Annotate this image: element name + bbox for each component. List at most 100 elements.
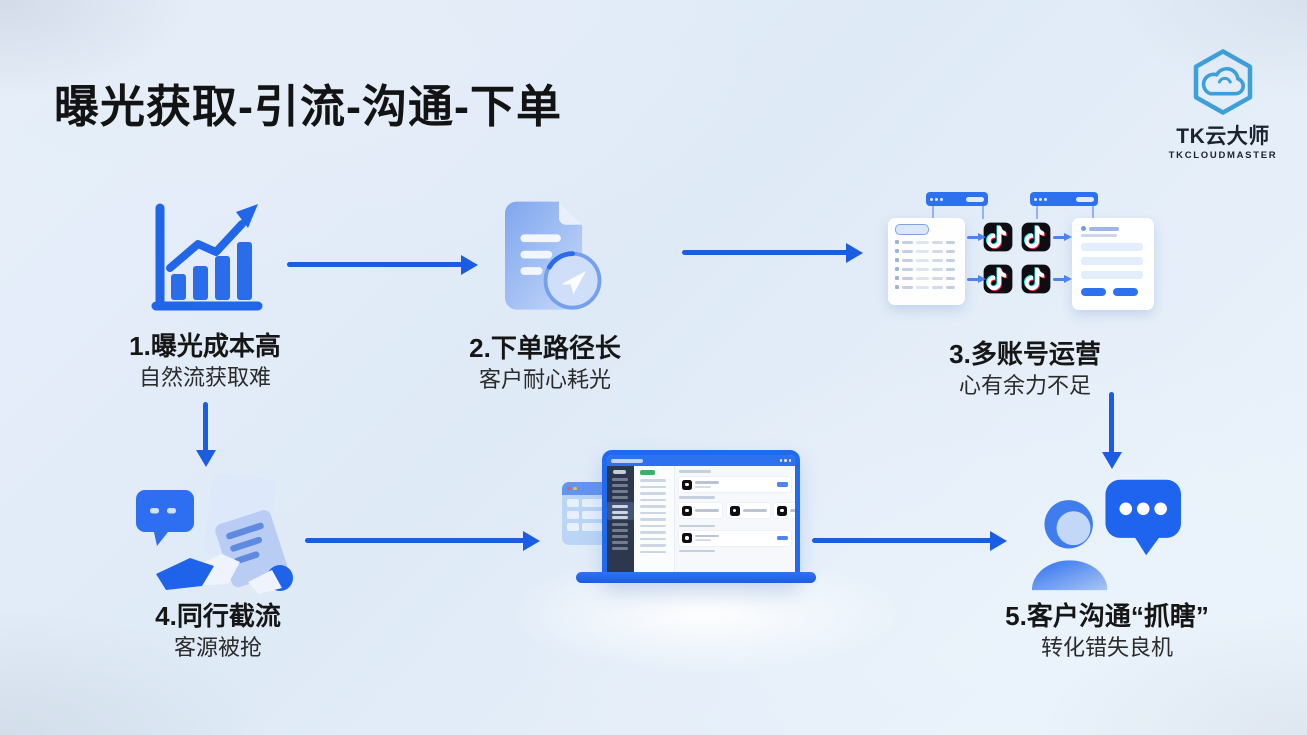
deco-bar xyxy=(612,510,628,514)
deco-bar xyxy=(612,489,628,493)
connector-line xyxy=(932,206,934,219)
brand-subtitle: TKCLOUDMASTER xyxy=(1168,150,1278,161)
deco-bar xyxy=(895,276,958,280)
form-buttons xyxy=(1081,288,1154,296)
browser-chrome-bar xyxy=(607,455,795,466)
multi-account-tiktok-graphic xyxy=(880,188,1172,320)
account-card xyxy=(678,529,792,547)
main-toolbar-bar xyxy=(679,470,711,473)
tiktok-mini-icon xyxy=(729,505,740,516)
deco-bar xyxy=(895,240,958,244)
deco-bar xyxy=(895,285,958,289)
tab-dot-icon xyxy=(1034,197,1037,201)
step-5-sub: 转化错失良机 xyxy=(1040,635,1173,660)
deco-bar xyxy=(640,505,666,508)
tiktok-note-icon xyxy=(1021,222,1051,252)
tiktok-icon xyxy=(983,222,1013,252)
address-bar-pill xyxy=(611,458,643,463)
arrow-laptop-to-step5 xyxy=(812,538,992,543)
account-action-chip xyxy=(777,482,788,487)
create-button-chip xyxy=(640,470,655,475)
deco-bar xyxy=(612,483,628,487)
arrow-step1-to-step4 xyxy=(203,402,208,452)
app-sidebar xyxy=(607,466,634,577)
mini-arrow-right xyxy=(1053,278,1065,281)
deco-bar xyxy=(640,524,666,527)
tiktok-mini-icon xyxy=(682,533,692,543)
account-action-chip xyxy=(777,535,788,541)
brand-logo: TK云大师 TKCLOUDMASTER xyxy=(1143,46,1303,161)
deco-bar xyxy=(612,495,628,499)
competitor-intercept-documents-chat-icon xyxy=(136,473,293,594)
arrow-step2-to-step3 xyxy=(682,250,848,255)
window-close-icon xyxy=(567,486,571,491)
group-header-bar xyxy=(679,549,715,552)
step-1-label: 1.曝光成本高 xyxy=(129,331,281,361)
deco-bar xyxy=(612,529,628,532)
tiktok-icon xyxy=(1021,264,1051,294)
step-1-sub: 自然流获取难 xyxy=(138,365,271,390)
window-minimize-icon xyxy=(573,486,577,491)
tiktok-icon xyxy=(983,264,1013,294)
form-title-bar xyxy=(1089,226,1119,231)
mini-arrow-right xyxy=(967,278,979,281)
account-card xyxy=(773,502,795,519)
account-table-card xyxy=(888,218,965,305)
tiktok-note-icon xyxy=(983,222,1013,252)
tab-address-pill xyxy=(966,196,984,202)
browser-tab-bar xyxy=(926,192,988,206)
form-logo-icon xyxy=(1081,226,1086,231)
deco-bar xyxy=(567,511,609,519)
deco-bar xyxy=(612,516,628,519)
deco-bar xyxy=(640,531,666,534)
tab-dot-icon xyxy=(1039,197,1042,201)
customer-person-chat-icon xyxy=(1031,479,1181,591)
account-meta-bar xyxy=(695,485,711,488)
account-name-bar xyxy=(695,509,719,512)
account-name-bar xyxy=(742,509,767,512)
deco-bar xyxy=(612,535,628,538)
step-4-label: 4.同行截流 xyxy=(155,601,281,631)
deco-bar xyxy=(640,479,666,482)
form-input xyxy=(1081,243,1143,251)
account-name-bar xyxy=(790,509,795,512)
account-meta-bar xyxy=(695,539,711,542)
connector-line xyxy=(1036,206,1038,219)
deco-bar xyxy=(612,505,628,508)
account-card xyxy=(725,502,771,519)
table-filter-pill xyxy=(895,224,929,235)
tab-dot-icon xyxy=(1044,197,1047,201)
laptop-screen xyxy=(602,450,800,582)
step-4-sub: 客源被抢 xyxy=(173,635,262,660)
app-logo-bar xyxy=(613,470,626,474)
step-2-label: 2.下单路径长 xyxy=(469,333,621,363)
dashboard-laptop xyxy=(490,438,920,678)
browser-tab-bar xyxy=(1030,192,1098,206)
deco-bar xyxy=(612,541,628,544)
page-title: 曝光获取-引流-沟通-下单 xyxy=(54,81,562,132)
tiktok-mini-icon xyxy=(682,479,692,490)
group-header-bar xyxy=(679,524,715,527)
app-main-panel xyxy=(675,466,795,577)
form-button xyxy=(1081,288,1106,296)
step-5-label: 5.客户沟通“抓瞎” xyxy=(1005,601,1209,631)
connector-line xyxy=(1092,206,1094,219)
laptop-base xyxy=(576,572,816,583)
connector-line xyxy=(982,206,984,219)
deco-bar xyxy=(640,498,666,501)
deco-bar xyxy=(640,544,666,547)
window-controls-icon xyxy=(779,459,791,462)
deco-bar xyxy=(640,550,666,553)
deco-bar xyxy=(612,523,628,526)
dashboard-app xyxy=(607,466,795,577)
form-button xyxy=(1113,288,1138,296)
account-name-bar xyxy=(695,481,719,484)
deco-bar xyxy=(612,477,628,481)
mini-arrow-right xyxy=(1053,236,1065,239)
form-input xyxy=(1081,271,1143,279)
deco-bar xyxy=(895,258,958,262)
sidebar-active-group xyxy=(607,501,634,520)
tiktok-icon xyxy=(1021,222,1051,252)
arrow-step1-to-step2 xyxy=(287,262,463,267)
